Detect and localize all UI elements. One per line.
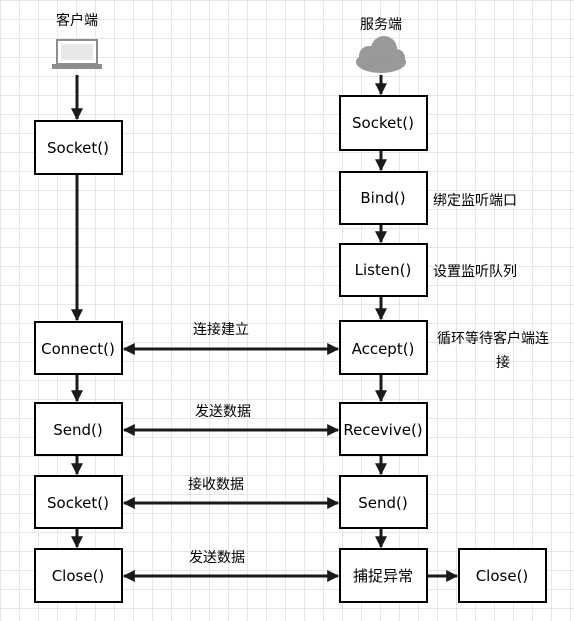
- link-close-label: 发送数据: [189, 550, 245, 566]
- server-bind-label: Bind(): [360, 189, 405, 207]
- server-receive-label: Recevive(): [343, 421, 422, 439]
- link-send-label: 发送数据: [195, 404, 251, 420]
- server-close-label: Close(): [476, 567, 529, 585]
- edges: [71, 75, 459, 582]
- client-send-node: Send(): [34, 402, 123, 456]
- client-close-label: Close(): [52, 567, 105, 585]
- server-accept-node: Accept(): [339, 320, 428, 375]
- link-receive-label: 接收数据: [188, 476, 244, 493]
- server-listen-node: Listen(): [339, 243, 428, 297]
- client-connect-node: Connect(): [34, 321, 123, 375]
- accept-annotation-line2: 接: [496, 354, 510, 371]
- server-header: 服务端: [360, 17, 402, 33]
- client-close-node: Close(): [34, 548, 123, 603]
- server-socket-label: Socket(): [352, 114, 414, 132]
- server-socket-node: Socket(): [339, 95, 428, 151]
- client-header: 客户端: [56, 12, 98, 29]
- laptop-icon: [52, 39, 102, 69]
- server-send-label: Send(): [358, 494, 407, 512]
- client-socket2-node: Socket(): [34, 475, 123, 529]
- client-socket-label: Socket(): [47, 139, 109, 157]
- server-catch-label: 捕捉异常: [353, 567, 413, 585]
- client-socket2-label: Socket(): [47, 494, 109, 512]
- accept-annotation-line1: 循环等待客户端连: [437, 330, 549, 347]
- client-socket-node: Socket(): [34, 120, 123, 175]
- link-connect-label: 连接建立: [193, 321, 249, 338]
- server-bind-node: Bind(): [339, 171, 428, 225]
- server-catch-node: 捕捉异常: [339, 548, 428, 603]
- client-send-label: Send(): [53, 421, 102, 439]
- cloud-icon: [356, 36, 406, 73]
- server-close-node: Close(): [458, 548, 547, 603]
- client-connect-label: Connect(): [41, 340, 115, 358]
- server-receive-node: Recevive(): [339, 402, 428, 456]
- bind-annotation: 绑定监听端口: [433, 193, 517, 209]
- server-send-node: Send(): [339, 475, 428, 529]
- listen-annotation: 设置监听队列: [433, 264, 517, 280]
- server-listen-label: Listen(): [355, 261, 412, 279]
- server-accept-label: Accept(): [352, 340, 415, 358]
